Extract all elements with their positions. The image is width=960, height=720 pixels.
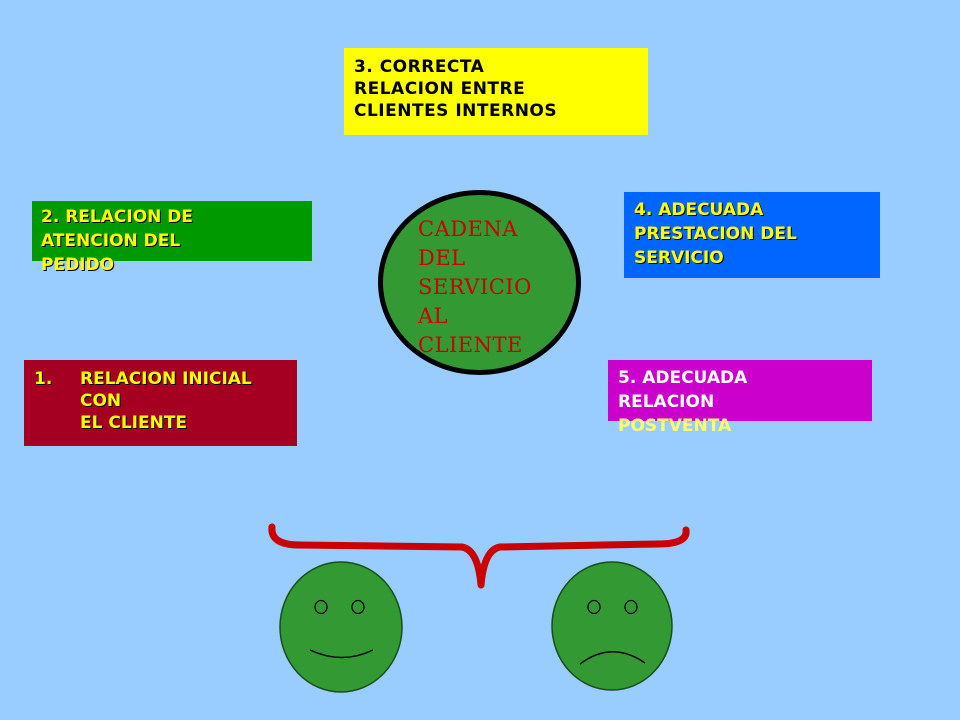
center-line-1: CADENA: [418, 217, 518, 241]
step-4-line-3: SERVICIO: [634, 248, 724, 268]
center-line-5: CLIENTE: [418, 333, 523, 357]
center-line-3: SERVICIO: [418, 275, 532, 299]
step-5-box: 5. ADECUADA RELACION POSTVENTA: [608, 360, 872, 436]
step-4-line-1: 4. ADECUADA: [634, 200, 764, 220]
step-4-line-2: PRESTACION DEL: [634, 224, 797, 244]
step-1-line-2: CON: [80, 391, 122, 411]
curly-brace-icon: [268, 523, 690, 589]
step-1-line-3: EL CLIENTE: [80, 413, 188, 433]
sad-face-icon: [551, 561, 673, 691]
step-3-line-1: 3. CORRECTA: [354, 57, 485, 77]
center-line-4: AL: [418, 304, 449, 328]
step-1-text-1: RELACION INICIAL: [80, 369, 252, 389]
step-5-line-2: RELACION: [618, 392, 715, 412]
center-circle: [378, 190, 581, 375]
step-5-line-1: 5. ADECUADA: [618, 368, 748, 388]
center-label: CADENA DEL SERVICIO AL CLIENTE: [418, 215, 532, 360]
step-2-line-3: PEDIDO: [41, 255, 115, 275]
step-1-line-1: 1. RELACION INICIAL: [34, 368, 297, 390]
center-line-2: DEL: [418, 246, 466, 270]
step-2-box: 2. RELACION DE ATENCION DEL PEDIDO: [32, 201, 312, 275]
step-5-line-3: POSTVENTA: [618, 416, 732, 436]
step-4-box: 4. ADECUADA PRESTACION DEL SERVICIO: [624, 192, 880, 278]
step-1-number: 1.: [34, 369, 53, 389]
step-3-box: 3. CORRECTA RELACION ENTRE CLIENTES INTE…: [344, 48, 648, 135]
step-2-line-1: 2. RELACION DE: [41, 207, 194, 227]
step-3-line-2: RELACION ENTRE: [354, 79, 526, 99]
step-1-box: 1. RELACION INICIAL CON EL CLIENTE: [24, 360, 297, 446]
step-3-line-3: CLIENTES INTERNOS: [354, 101, 558, 121]
happy-face-icon: [279, 561, 403, 693]
step-2-line-2: ATENCION DEL: [41, 231, 181, 251]
